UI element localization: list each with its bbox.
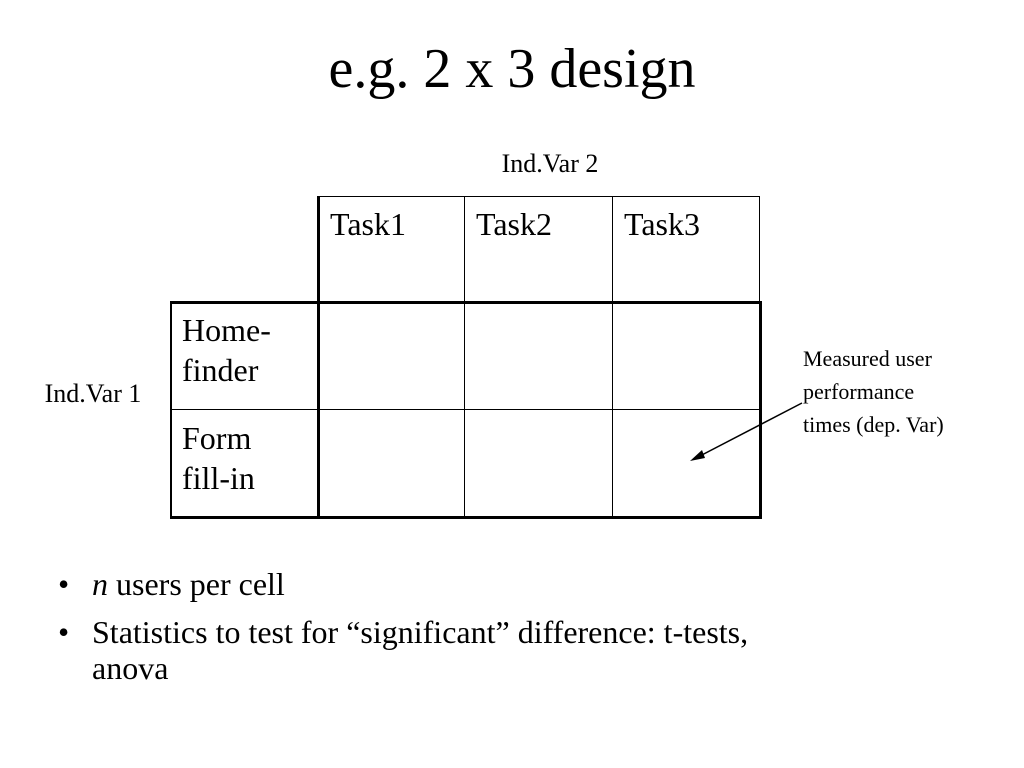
header-cell-task2: Task2 <box>476 206 552 242</box>
row-label-line: finder <box>182 352 259 388</box>
design-table: Task1 Task2 Task3 Home- finder Form fill… <box>170 196 762 520</box>
label-column-divider <box>317 196 320 519</box>
column-divider-1 <box>464 196 465 519</box>
header-divider <box>170 301 762 304</box>
bullet-text: Statistics to test for “significant” dif… <box>92 614 749 650</box>
table-bottom-border <box>170 516 762 519</box>
arrow-head <box>690 450 705 461</box>
bullet-marker: • <box>58 566 70 602</box>
annotation-note: Measured user performance times (dep. Va… <box>803 342 1003 441</box>
annotation-line: Measured user <box>803 346 932 371</box>
row-label-line: Home- <box>182 312 271 348</box>
table-top-border <box>318 196 760 197</box>
data-cell-r1-c3 <box>612 302 760 410</box>
column-divider-2 <box>612 196 613 519</box>
bullet-text-continued: anova <box>92 650 169 686</box>
bullet-text: users per cell <box>108 566 285 602</box>
data-cell-r1-c2 <box>464 302 612 410</box>
header-right-border <box>759 196 760 302</box>
header-cell-task1: Task1 <box>330 206 406 242</box>
row-factor-label: Ind.Var 1 <box>44 379 142 408</box>
row-label-homefinder: Home- finder <box>170 302 318 410</box>
arrow-shaft <box>697 402 803 458</box>
column-factor-label: Ind.Var 2 <box>501 149 599 178</box>
data-cell-r2-c1 <box>318 410 464 518</box>
annotation-arrow <box>690 402 803 461</box>
row-label-line: Form <box>182 420 252 456</box>
data-cell-r1-c1 <box>318 302 464 410</box>
bullet-item: • Statistics to test for “significant” d… <box>58 614 978 686</box>
annotation-line: performance <box>803 379 915 404</box>
header-cell-task3: Task3 <box>624 206 700 242</box>
bullet-item: • n users per cell <box>58 566 978 602</box>
data-cell-r2-c2 <box>464 410 612 518</box>
table-left-border <box>170 302 172 519</box>
row-label-line: fill-in <box>182 460 255 496</box>
bullet-marker: • <box>58 614 70 650</box>
annotation-line: times (dep. Var) <box>803 412 944 437</box>
slide-title: e.g. 2 x 3 design <box>328 38 696 100</box>
bullet-italic-n: n <box>92 566 108 602</box>
row-label-formfillin: Form fill-in <box>170 410 318 518</box>
table-right-border <box>759 302 762 519</box>
bullet-list: • n users per cell • Statistics to test … <box>58 566 978 698</box>
row-divider <box>170 409 762 410</box>
